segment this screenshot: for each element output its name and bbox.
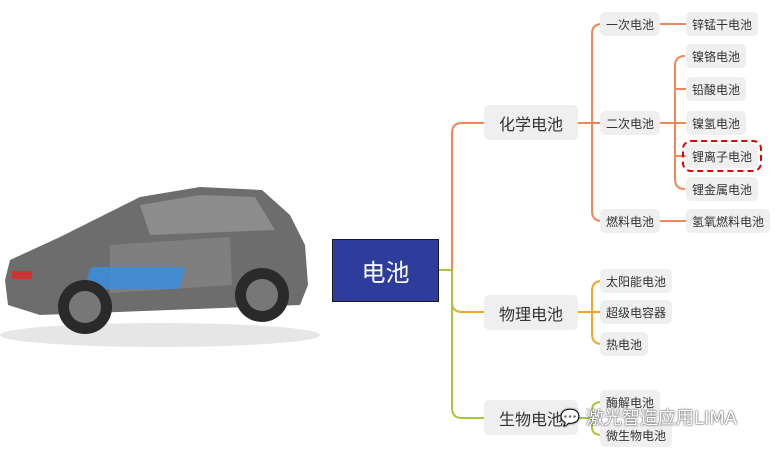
node-supercapacitor[interactable]: 超级电容器 — [600, 300, 673, 324]
watermark-text: 激光智造应用LIMA — [585, 408, 738, 429]
node-enzyme[interactable]: 酶解电池 — [600, 390, 661, 414]
node-fuel[interactable]: 燃料电池 — [600, 209, 661, 233]
node-microbial[interactable]: 微生物电池 — [600, 423, 673, 447]
wechat-icon: 💬 — [560, 407, 580, 427]
node-physical[interactable]: 物理电池 — [484, 295, 578, 330]
node-lithium-metal[interactable]: 锂金属电池 — [686, 177, 759, 201]
watermark: 💬 激光智造应用LIMA — [560, 404, 737, 430]
node-thermal[interactable]: 热电池 — [600, 332, 649, 356]
node-secondary[interactable]: 二次电池 — [600, 111, 661, 135]
node-lithium-ion-highlighted[interactable]: 锂离子电池 — [681, 140, 763, 172]
node-solar[interactable]: 太阳能电池 — [600, 269, 673, 293]
node-hydrogen-oxygen[interactable]: 氢氧燃料电池 — [686, 209, 771, 233]
node-nickel-hydrogen[interactable]: 镍氢电池 — [686, 111, 747, 135]
node-biological[interactable]: 生物电池 — [484, 400, 578, 435]
node-nickel-chromium[interactable]: 镍铬电池 — [686, 44, 747, 68]
node-zinc-manganese[interactable]: 锌锰干电池 — [686, 12, 759, 36]
root-node[interactable]: 电池 — [332, 239, 439, 302]
car-illustration — [0, 187, 320, 347]
node-primary[interactable]: 一次电池 — [600, 12, 661, 36]
node-lead-acid[interactable]: 铅酸电池 — [686, 77, 747, 101]
node-chemical[interactable]: 化学电池 — [484, 105, 578, 140]
